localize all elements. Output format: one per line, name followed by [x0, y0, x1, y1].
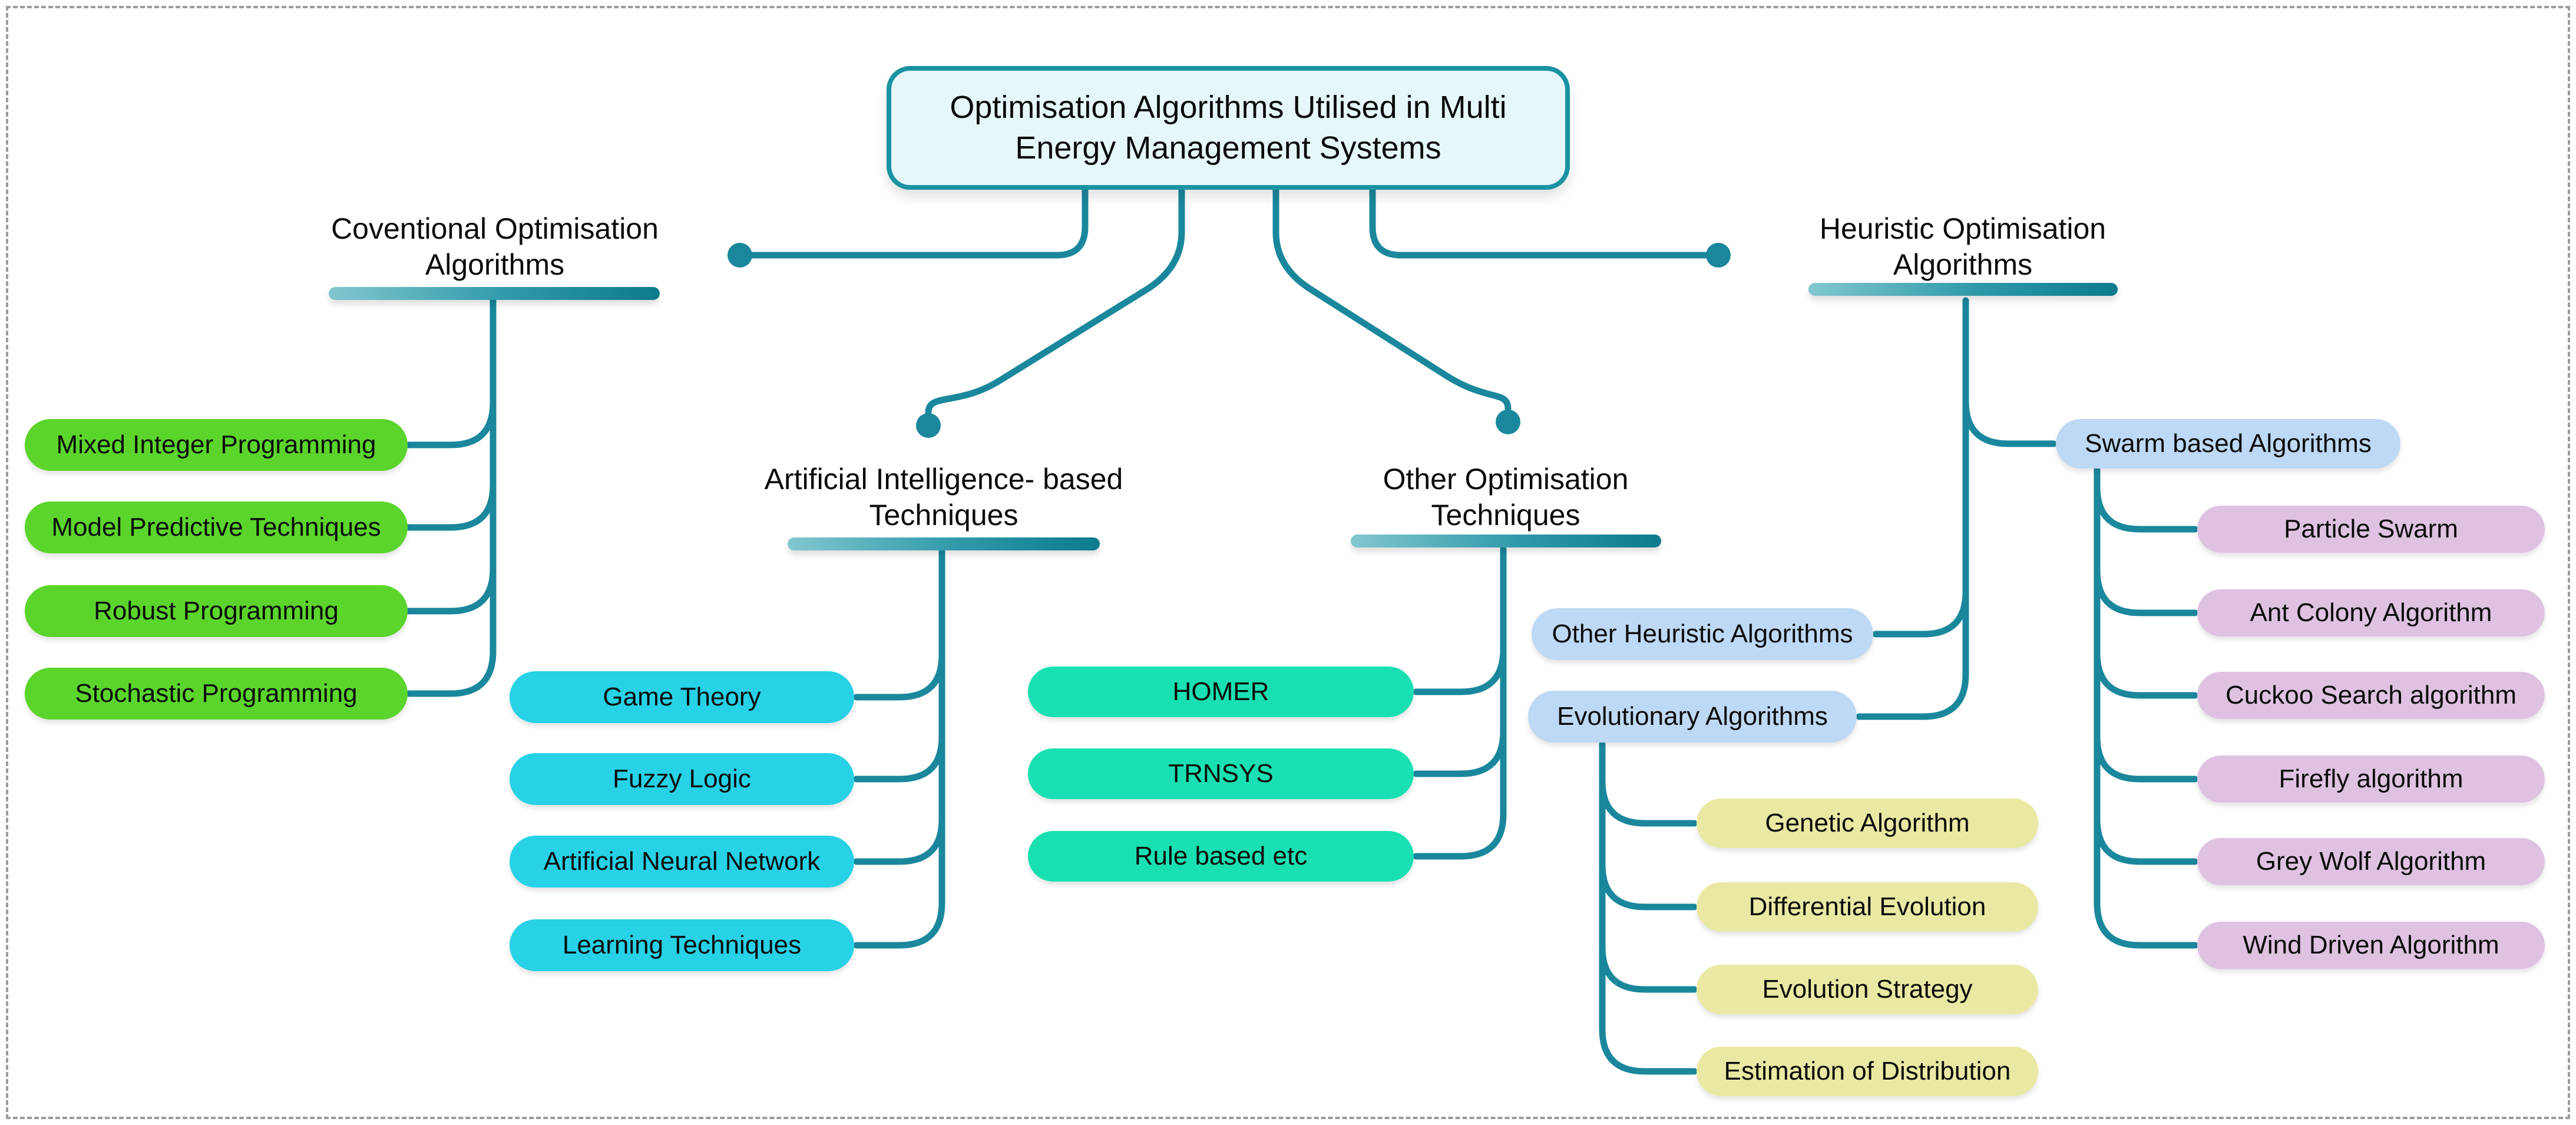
node-trnsys: TRNSYS — [1028, 748, 1414, 799]
trunk-ai — [853, 548, 945, 949]
node-game-theory: Game Theory — [510, 671, 854, 723]
trunk-conventional — [405, 297, 497, 697]
node-wind-driven-algorithm: Wind Driven Algorithm — [2197, 922, 2545, 969]
link-title-other — [1272, 186, 1512, 413]
node-swarm-based-algorithms: Swarm based Algorithms — [2056, 419, 2400, 469]
node-learning-techniques: Learning Techniques — [510, 919, 854, 971]
node-cuckoo-search-algorithm: Cuckoo Search algorithm — [2197, 672, 2545, 719]
header-heuristic: Heuristic Optimisation Algorithms — [1819, 212, 2107, 281]
node-genetic-algorithm: Genetic Algorithm — [1697, 799, 2038, 848]
node-robust-programming: Robust Programming — [25, 585, 408, 637]
link-title-heuristic — [1369, 186, 1709, 259]
title-line-2: Energy Management Systems — [1015, 130, 1441, 166]
node-evolutionary-algorithms: Evolutionary Algorithms — [1528, 691, 1857, 743]
node-fuzzy-logic: Fuzzy Logic — [510, 753, 854, 805]
dot-conventional — [728, 243, 752, 268]
node-evolution-strategy: Evolution Strategy — [1697, 965, 2038, 1014]
node-differential-evolution: Differential Evolution — [1697, 882, 2038, 932]
header-bar-conventional — [329, 287, 660, 300]
root-node-title: Optimisation Algorithms Utilised in Mult… — [887, 66, 1570, 190]
link-title-conventional — [749, 186, 1089, 259]
trunk-other — [1413, 546, 1507, 860]
trunk-evolutionary — [1599, 741, 1698, 1075]
link-title-ai — [925, 186, 1185, 416]
node-homer: HOMER — [1028, 667, 1414, 717]
dot-heuristic — [1706, 243, 1731, 268]
node-stochastic-programming: Stochastic Programming — [25, 668, 408, 720]
node-ant-colony-algorithm: Ant Colony Algorithm — [2197, 589, 2545, 636]
node-estimation-of-distribution: Estimation of Distribution — [1697, 1047, 2038, 1096]
header-bar-ai — [788, 537, 1100, 550]
header-conventional: Coventional Optimisation Algorithms — [331, 212, 659, 281]
header-bar-other — [1351, 535, 1661, 547]
node-model-predictive-techniques: Model Predictive Techniques — [25, 502, 408, 553]
header-ai: Artificial Intelligence- based Technique… — [764, 463, 1123, 532]
dot-other — [1496, 410, 1520, 434]
node-particle-swarm: Particle Swarm — [2197, 506, 2545, 553]
node-grey-wolf-algorithm: Grey Wolf Algorithm — [2197, 838, 2545, 885]
trunk-swarm — [2094, 466, 2198, 949]
dot-ai — [916, 413, 941, 438]
node-rule-based-etc: Rule based etc — [1028, 831, 1414, 882]
node-other-heuristic-algorithms: Other Heuristic Algorithms — [1532, 608, 1873, 660]
node-firefly-algorithm: Firefly algorithm — [2197, 756, 2545, 803]
header-other: Other Optimisation Techniques — [1383, 463, 1629, 532]
title-line-1: Optimisation Algorithms Utilised in Mult… — [950, 89, 1507, 125]
node-mixed-integer-programming: Mixed Integer Programming — [25, 419, 408, 471]
node-artificial-neural-network: Artificial Neural Network — [510, 836, 854, 888]
header-bar-heuristic — [1808, 283, 2118, 296]
trunk-heuristic — [1856, 297, 1969, 720]
